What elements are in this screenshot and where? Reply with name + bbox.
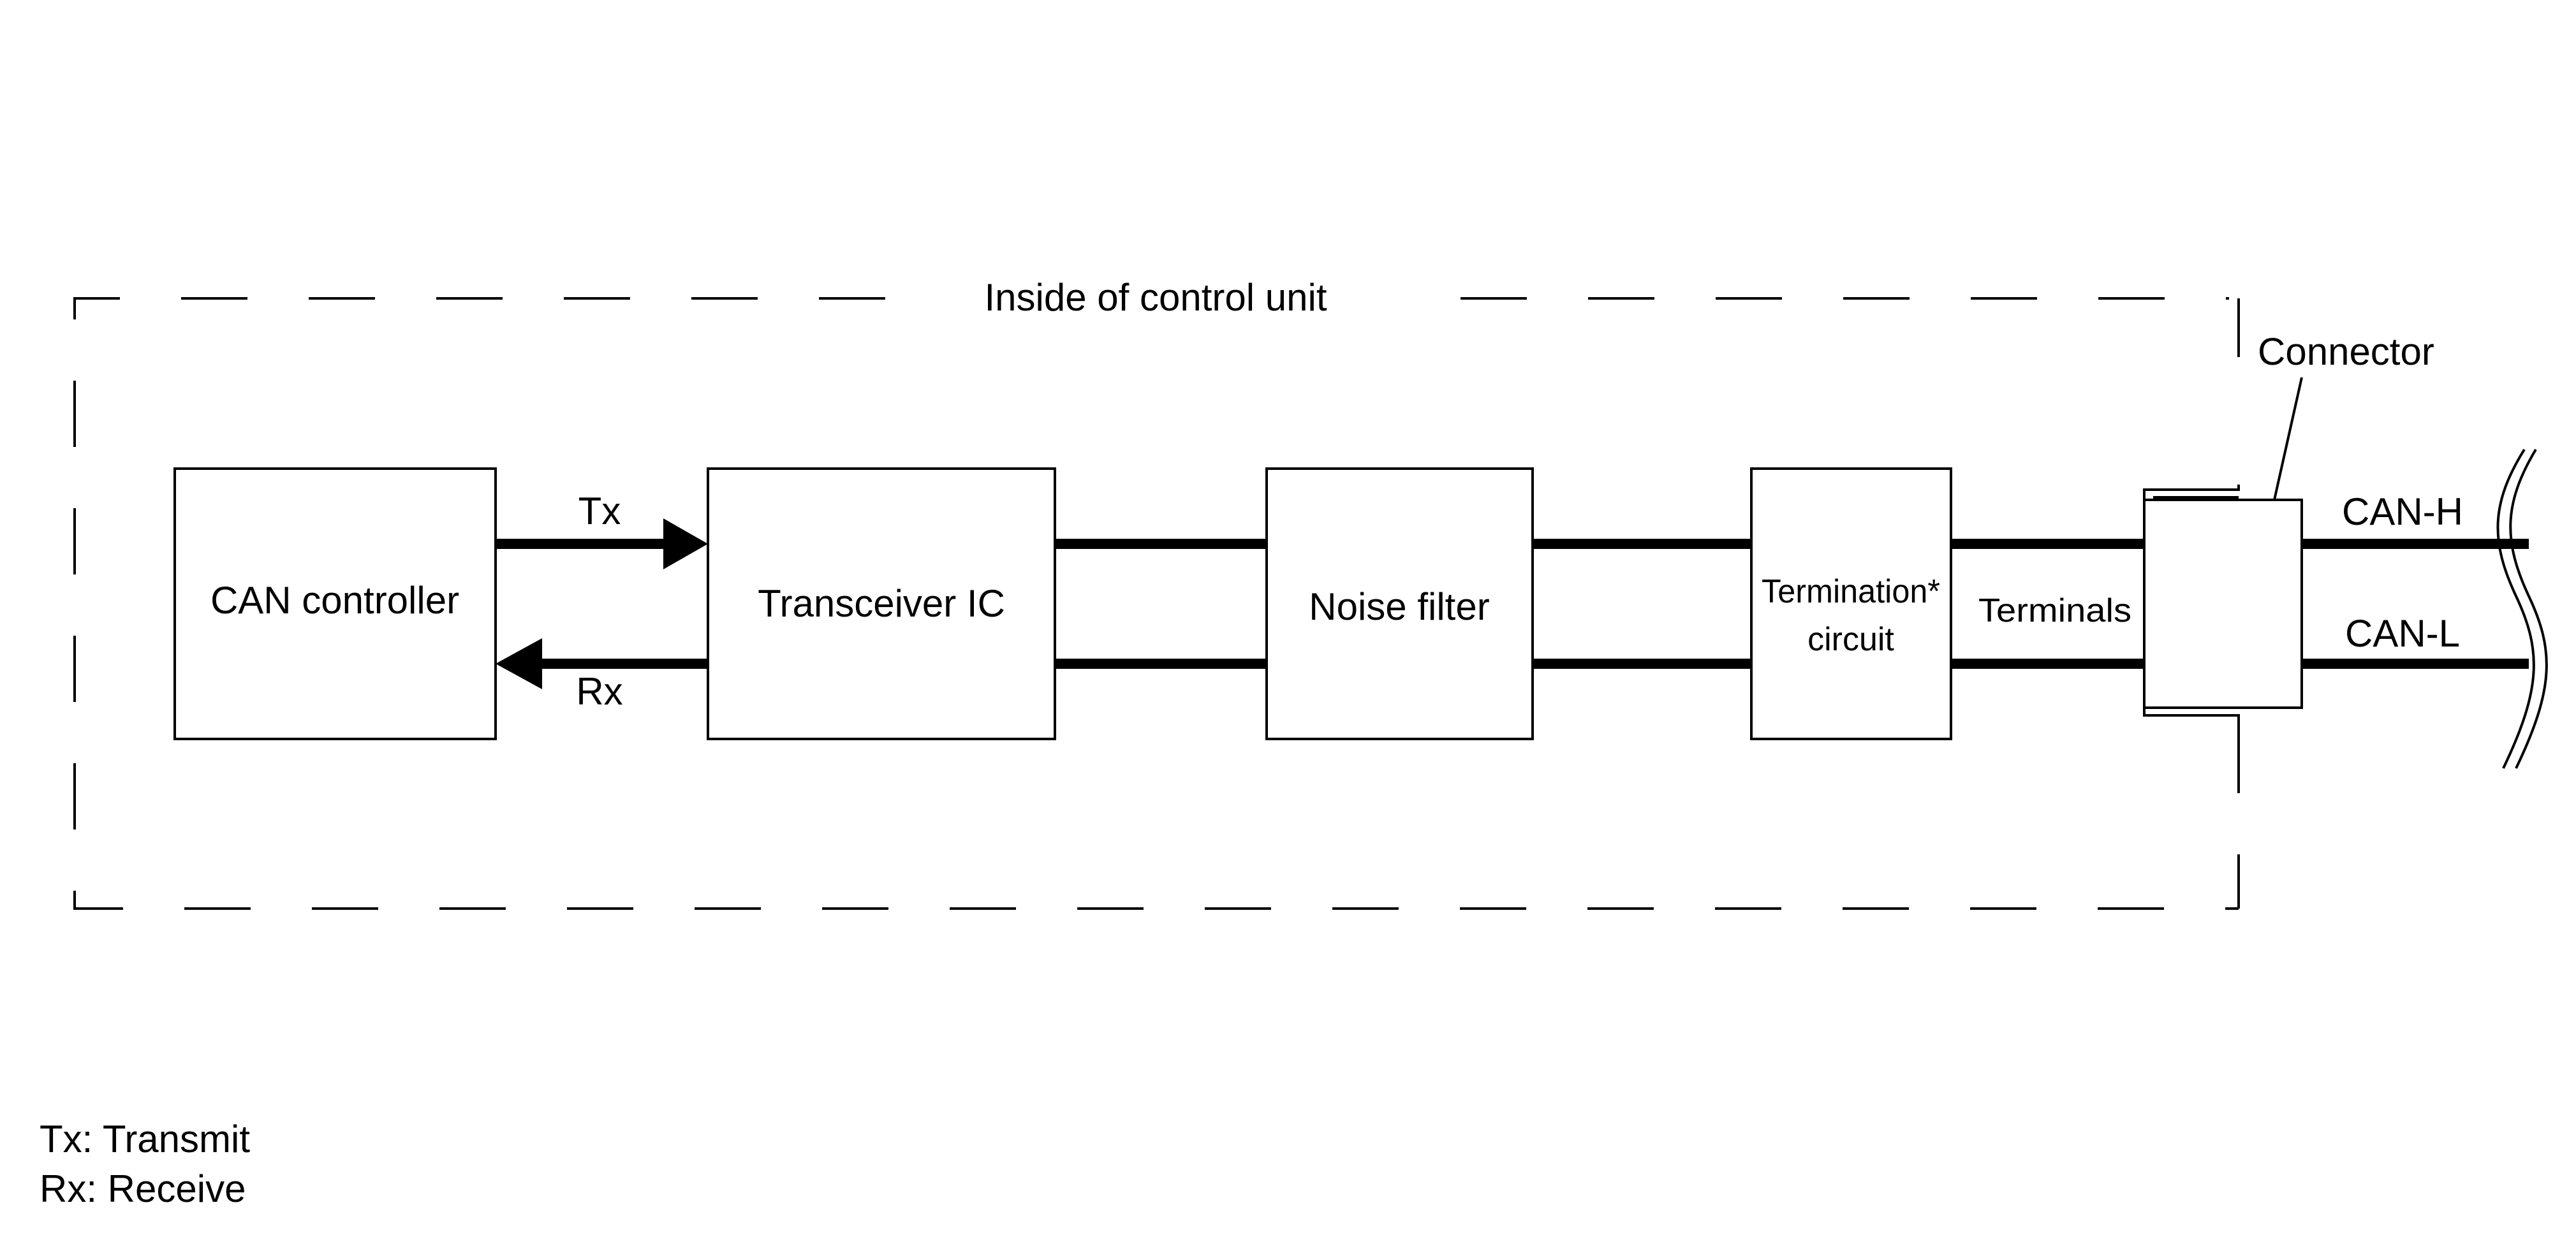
legend-rx: Rx: Receive [40, 1167, 246, 1210]
termination-label-line1: Termination* [1762, 573, 1940, 610]
termination-label-line2: circuit [1807, 621, 1894, 658]
noise-filter-block: Noise filter [1265, 467, 1534, 740]
connector-label: Connector [2258, 330, 2434, 373]
transceiver-block: Transceiver IC [707, 467, 1056, 740]
connector-leader-line [2273, 377, 2303, 501]
tx-arrow: Tx [496, 490, 708, 569]
enclosure-top-left-dash [73, 297, 2239, 910]
connector: Connector [2143, 330, 2434, 727]
tx-label: Tx [578, 490, 621, 532]
control-unit-enclosure: Inside of control unit [73, 276, 2240, 910]
legend-tx: Tx: Transmit [40, 1118, 251, 1160]
noise-filter-label: Noise filter [1309, 585, 1489, 628]
can-h-label: CAN-H [2342, 490, 2463, 533]
rx-label: Rx [576, 670, 622, 713]
cable-break-symbol [2496, 448, 2548, 769]
legend: Tx: Transmit Rx: Receive [40, 1114, 250, 1214]
rx-arrow: Rx [496, 638, 708, 713]
can-l-label: CAN-L [2345, 612, 2460, 655]
can-controller-block: CAN controller [173, 467, 497, 740]
transceiver-label: Transceiver IC [758, 582, 1005, 625]
can-controller-label: CAN controller [210, 579, 459, 622]
termination-circuit-block: Termination* circuit [1750, 467, 1952, 740]
terminals-label: Terminals [1978, 592, 2131, 629]
enclosure-label: Inside of control unit [985, 276, 1327, 319]
